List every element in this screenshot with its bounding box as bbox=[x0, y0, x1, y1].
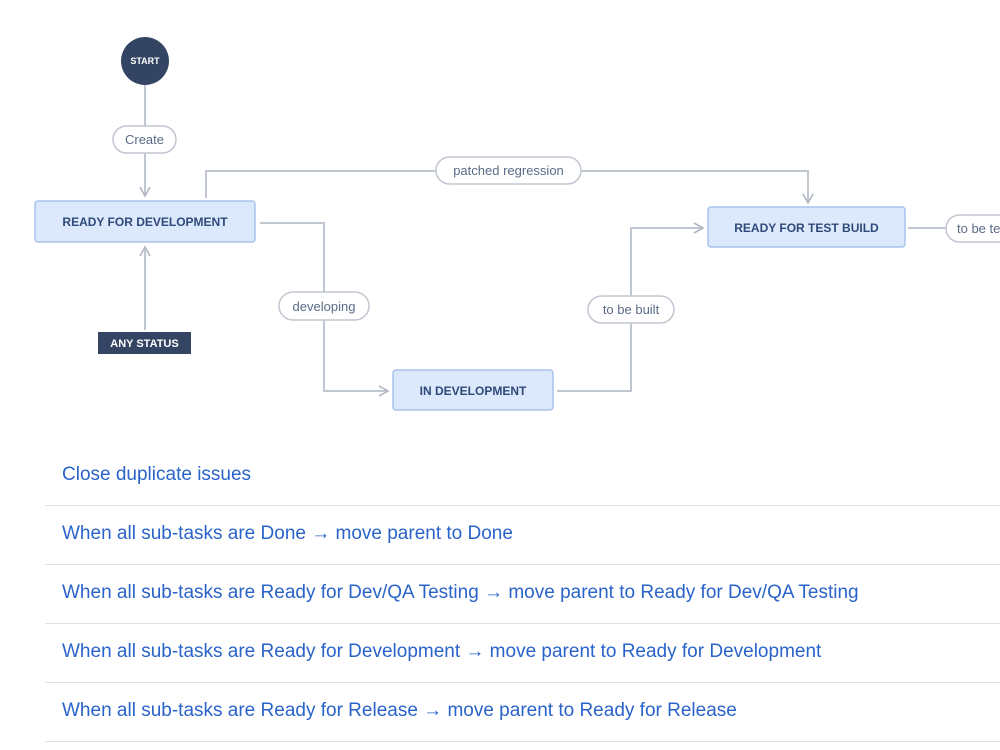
list-item: Close duplicate issues bbox=[45, 447, 1000, 506]
to-be-built-transition-label: to be built bbox=[603, 302, 660, 317]
status-ready-for-development-label: READY FOR DEVELOPMENT bbox=[62, 215, 228, 229]
rule-link[interactable]: When all sub-tasks are Ready for Develop… bbox=[62, 641, 822, 662]
list-item: When all sub-tasks are Ready for Develop… bbox=[45, 624, 1000, 683]
to-be-built-transition[interactable]: to be built bbox=[587, 295, 675, 324]
developing-transition[interactable]: developing bbox=[278, 291, 370, 321]
rule-link[interactable]: Close duplicate issues bbox=[62, 464, 252, 485]
status-in-development-label: IN DEVELOPMENT bbox=[420, 384, 527, 398]
list-item: When all sub-tasks are Done → move paren… bbox=[45, 506, 1000, 565]
status-ready-for-development[interactable]: READY FOR DEVELOPMENT bbox=[34, 200, 256, 243]
workflow-diagram: START Create patched regression developi… bbox=[34, 37, 1000, 411]
create-transition-label: Create bbox=[125, 132, 164, 147]
automation-rules-list: Close duplicate issues When all sub-task… bbox=[45, 447, 1000, 742]
to-be-tested-transition[interactable]: to be te bbox=[945, 214, 1000, 243]
developing-transition-label: developing bbox=[293, 299, 356, 314]
start-node[interactable]: START bbox=[121, 37, 169, 85]
list-item: When all sub-tasks are Ready for Dev/QA … bbox=[45, 565, 1000, 624]
any-status-label: ANY STATUS bbox=[110, 338, 178, 350]
rule-link[interactable]: When all sub-tasks are Ready for Dev/QA … bbox=[62, 582, 859, 603]
rule-link[interactable]: When all sub-tasks are Ready for Release… bbox=[62, 700, 737, 721]
patched-regression-transition-label: patched regression bbox=[453, 163, 564, 178]
to-be-tested-transition-label: to be te bbox=[957, 221, 1000, 236]
status-ready-for-test-build[interactable]: READY FOR TEST BUILD bbox=[707, 206, 906, 248]
status-in-development[interactable]: IN DEVELOPMENT bbox=[392, 369, 554, 411]
patched-regression-transition[interactable]: patched regression bbox=[435, 156, 582, 185]
create-transition[interactable]: Create bbox=[112, 125, 177, 154]
list-item: When all sub-tasks are Ready for Release… bbox=[45, 683, 1000, 742]
status-ready-for-test-build-label: READY FOR TEST BUILD bbox=[734, 221, 879, 235]
any-status-node[interactable]: ANY STATUS bbox=[98, 332, 191, 354]
rule-link[interactable]: When all sub-tasks are Done → move paren… bbox=[62, 523, 513, 544]
start-label: START bbox=[130, 56, 160, 66]
